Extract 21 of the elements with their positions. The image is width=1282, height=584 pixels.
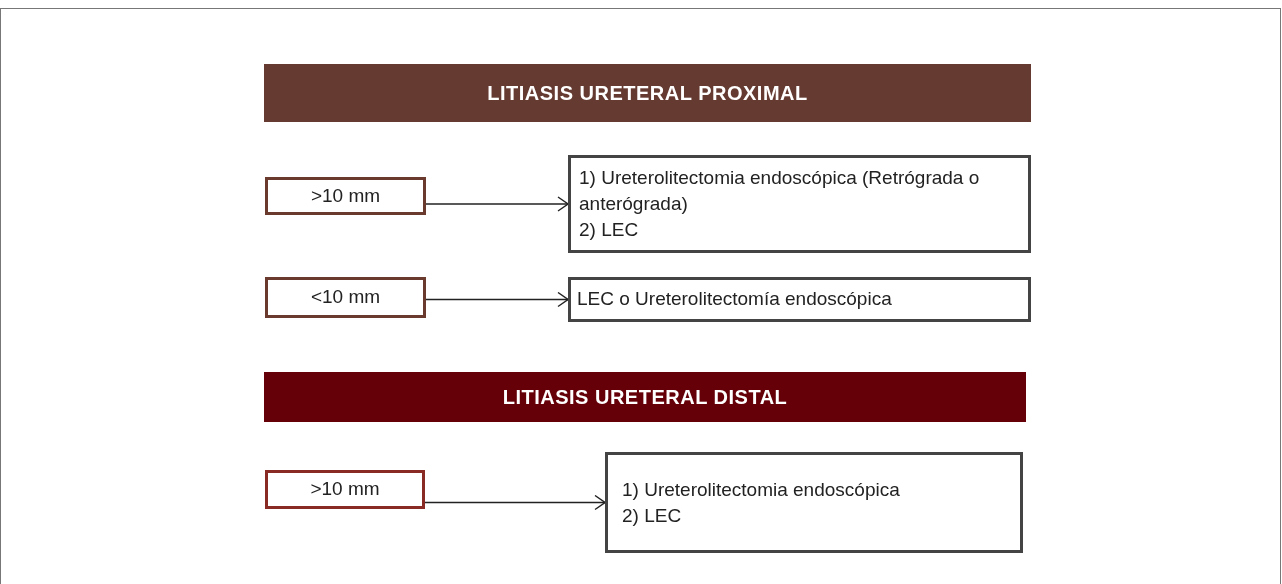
node-text: 2) LEC [622,503,683,528]
node-text: 2) LEC [579,218,640,242]
node-text: >10 mm [310,183,381,208]
treatment-box [568,277,1031,322]
section-banner [264,64,1031,122]
size-box [265,470,425,509]
treatment-box [605,452,1023,553]
arrow [425,291,569,308]
arrow [424,494,606,511]
treatment-box [568,155,1031,253]
node-text: LEC o Ureterolitectomía endoscópica [577,287,893,312]
node-text: 1) Ureterolitectomia endoscópica [622,477,901,502]
section-banner [264,372,1026,422]
size-box [265,277,426,318]
node-text: LITIASIS URETERAL PROXIMAL [487,81,808,106]
node-text: 1) Ureterolitectomia endoscópica (Retrógrada o anterógrada) [579,166,981,216]
arrow [425,196,569,212]
node-text: <10 mm [310,285,381,310]
node-text: LITIASIS URETERAL DISTAL [502,385,788,410]
node-text: >10 mm [310,477,380,502]
size-box [265,177,426,215]
